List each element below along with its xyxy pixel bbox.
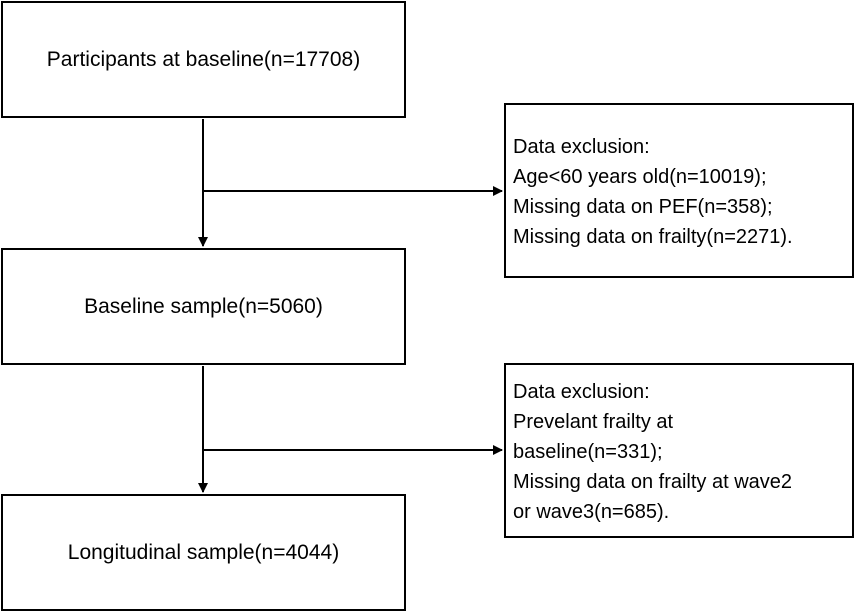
- box-baseline-participants: Participants at baseline(n=17708): [1, 1, 406, 118]
- exclusion-1-line: Data exclusion:: [513, 136, 650, 158]
- box-baseline-sample: Baseline sample(n=5060): [1, 248, 406, 365]
- box-longitudinal-sample: Longitudinal sample(n=4044): [1, 494, 406, 611]
- exclusion-1-line: Missing data on frailty(n=2271).: [513, 226, 793, 248]
- exclusion-2-line: or wave3(n=685).: [513, 501, 670, 523]
- box-exclusion-1: Data exclusion: Age<60 years old(n=10019…: [504, 103, 854, 278]
- exclusion-1-line: Age<60 years old(n=10019);: [513, 166, 767, 188]
- exclusion-1-line: Missing data on PEF(n=358);: [513, 196, 773, 218]
- exclusion-2-line: baseline(n=331);: [513, 441, 663, 463]
- exclusion-2-line: Prevelant frailty at: [513, 411, 674, 433]
- exclusion-2-line: Missing data on frailty at wave2: [513, 471, 793, 493]
- box-baseline-participants-label: Participants at baseline(n=17708): [46, 47, 361, 71]
- exclusion-2-line: Data exclusion:: [513, 381, 650, 403]
- box-baseline-sample-label: Baseline sample(n=5060): [84, 294, 323, 318]
- box-exclusion-2: Data exclusion: Prevelant frailty at bas…: [504, 363, 854, 538]
- box-longitudinal-sample-label: Longitudinal sample(n=4044): [67, 540, 340, 564]
